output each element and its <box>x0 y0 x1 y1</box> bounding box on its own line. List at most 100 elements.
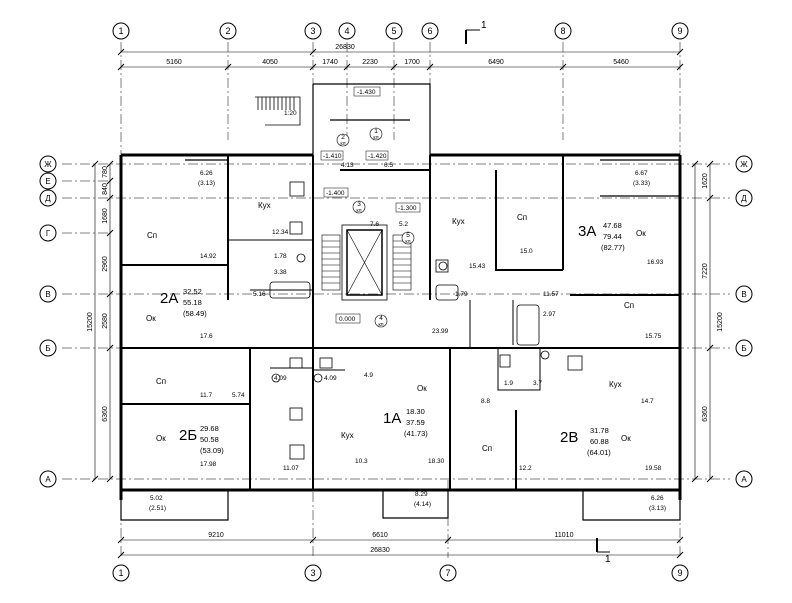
room-label: Ок <box>636 229 646 238</box>
svg-text:3: 3 <box>310 568 315 578</box>
svg-text:1:20: 1:20 <box>284 110 297 117</box>
svg-text:37.59: 37.59 <box>406 418 425 427</box>
svg-text:1: 1 <box>374 128 378 135</box>
svg-text:2В: 2В <box>560 429 578 446</box>
axis-marker: А <box>39 470 57 488</box>
axis-marker: 9 <box>671 564 689 582</box>
dimension-ticks <box>91 48 714 559</box>
room-label: Сп <box>624 301 634 310</box>
room-label: Сп <box>156 377 166 386</box>
area: 15.0 <box>520 248 533 255</box>
svg-text:В: В <box>45 290 50 299</box>
vestibule-areas: 4.13 6.5 7.6 5.2 <box>341 162 408 228</box>
svg-text:7.6: 7.6 <box>370 221 379 228</box>
room-labels: Кух Кух Кух Кух Сп Сп Сп Сп Сп Ок Ок Ок … <box>146 201 646 453</box>
area: 5.16 <box>253 291 266 298</box>
room-tag: 3кл <box>352 200 366 214</box>
axis-markers-right: Ж Д В Б А <box>735 155 753 488</box>
svg-text:(82.77): (82.77) <box>601 243 625 252</box>
svg-text:Д: Д <box>45 194 51 203</box>
interior-walls <box>121 155 680 490</box>
dim-top: 2230 <box>362 59 378 66</box>
area: 12.2 <box>519 465 532 472</box>
area: 5.02 <box>150 495 163 502</box>
level-marks: -1.430 -1.410 -1.420 -1.400 -1.300 0.000 <box>320 86 421 324</box>
svg-text:47.68: 47.68 <box>603 221 622 230</box>
svg-text:9: 9 <box>677 26 682 36</box>
axis-marker: 9 <box>671 22 689 40</box>
svg-text:5: 5 <box>391 26 396 36</box>
svg-text:-1.400: -1.400 <box>326 190 345 197</box>
exterior-walls <box>119 153 682 500</box>
dim-overall-top: 26830 <box>335 44 355 51</box>
area: 10.3 <box>355 458 368 465</box>
svg-text:1: 1 <box>481 20 487 31</box>
svg-text:4: 4 <box>379 315 383 322</box>
area: 12.34 <box>272 229 289 236</box>
dimension-texts: 26830 5160 4050 1740 2230 1700 6490 5460… <box>87 44 724 554</box>
room-label: Кух <box>609 380 622 389</box>
room-tags: 2кл 1кл 3кл 5кл 4кл <box>336 127 415 328</box>
stoves <box>289 181 583 460</box>
svg-text:-1.410: -1.410 <box>323 153 342 160</box>
apartment-2V: 2В 31.78 60.88 (64.01) <box>560 426 611 457</box>
room-tag: 4кл <box>374 314 388 328</box>
area: 14.7 <box>641 398 654 405</box>
room-label: Ок <box>621 434 631 443</box>
axis-marker: Ж <box>39 155 57 173</box>
dim-right: 1620 <box>702 173 709 189</box>
svg-text:кл: кл <box>405 239 410 245</box>
area: 1.79 <box>455 291 468 298</box>
dim-bottom: 11010 <box>555 532 574 539</box>
svg-text:Б: Б <box>741 344 746 353</box>
svg-text:5: 5 <box>406 232 410 239</box>
area: 17.6 <box>200 333 213 340</box>
svg-text:8: 8 <box>560 26 565 36</box>
svg-text:Ж: Ж <box>740 160 748 169</box>
axis-marker: 1 <box>112 22 130 40</box>
apartment-1A: 1А 18.30 37.59 (41.73) <box>383 407 428 438</box>
dim-top: 6490 <box>488 59 504 66</box>
axis-marker: Ж <box>735 155 753 173</box>
apartment-2B: 2Б 29.68 50.58 (53.09) <box>179 424 224 455</box>
area: 3.7 <box>533 380 542 387</box>
svg-text:-1.300: -1.300 <box>398 205 417 212</box>
apartment-3A: 3А 47.68 79.44 (82.77) <box>578 221 625 252</box>
svg-text:1: 1 <box>605 554 611 565</box>
room-tag: 2кл <box>336 133 350 147</box>
area: 4.09 <box>274 375 287 382</box>
dim-top: 5460 <box>613 59 629 66</box>
apartment-2A: 2А 32.52 55.18 (58.49) <box>160 287 207 318</box>
room-label: Сп <box>147 231 157 240</box>
axis-marker: 7 <box>439 564 457 582</box>
svg-text:-1.430: -1.430 <box>357 89 376 96</box>
room-areas: 6.26 (3.13) 12.34 14.92 1.78 3.38 5.16 1… <box>149 170 666 512</box>
svg-text:2: 2 <box>341 134 345 141</box>
ramp: 1:20 <box>255 96 301 126</box>
room-label: Сп <box>482 444 492 453</box>
svg-text:кл: кл <box>378 322 383 328</box>
svg-text:3: 3 <box>310 26 315 36</box>
svg-text:1: 1 <box>118 26 123 36</box>
svg-text:6: 6 <box>427 26 432 36</box>
axis-marker: Е <box>39 172 57 190</box>
axis-marker: 2 <box>219 22 237 40</box>
svg-text:2: 2 <box>225 26 230 36</box>
svg-text:-1.420: -1.420 <box>368 153 387 160</box>
room-label: Кух <box>452 217 465 226</box>
area: 18.30 <box>428 458 445 465</box>
area: 23.99 <box>432 328 449 335</box>
axis-marker: Д <box>735 189 753 207</box>
svg-text:Б: Б <box>45 344 50 353</box>
dim-top: 1740 <box>322 59 338 66</box>
area: 11.57 <box>543 291 559 298</box>
thin-walls <box>228 239 541 391</box>
area: 8.29 <box>415 491 428 498</box>
svg-text:Е: Е <box>45 177 50 186</box>
svg-text:4.13: 4.13 <box>341 162 354 169</box>
area: 11.07 <box>283 465 299 472</box>
svg-text:18.30: 18.30 <box>406 407 425 416</box>
svg-text:32.52: 32.52 <box>183 287 202 296</box>
area: 17.98 <box>200 461 217 468</box>
svg-text:(53.09): (53.09) <box>200 446 224 455</box>
